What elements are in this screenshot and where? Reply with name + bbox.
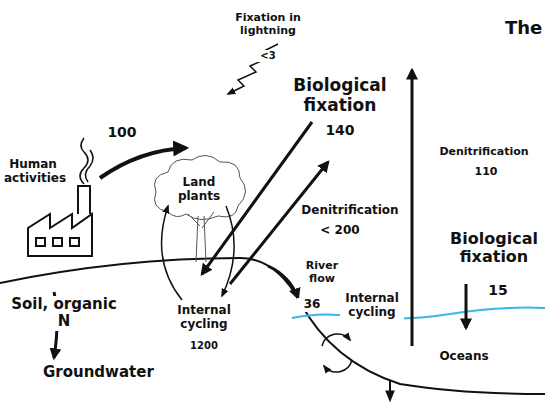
cycling-arrow <box>162 206 182 300</box>
diagram-label: Oceans <box>434 350 494 364</box>
diagram-label: 100 <box>102 124 142 140</box>
ground-line <box>0 258 545 394</box>
factory-icon <box>28 138 93 256</box>
diagram-label: Groundwater <box>41 364 151 381</box>
sedimentation-arrow <box>389 380 391 400</box>
diagram-label: 110 <box>468 166 504 179</box>
diagram-label: The <box>503 18 543 39</box>
tree-icon <box>155 155 246 262</box>
diagram-label: Internal cycling <box>172 304 236 332</box>
diagram-label: Fixation in lightning <box>228 12 308 37</box>
water-line <box>292 308 545 319</box>
diagram-label: Internal cycling <box>340 292 404 320</box>
diagram-label: Land plants <box>175 176 223 204</box>
diagram-label: 15 <box>483 282 513 298</box>
diagram-label: 140 <box>320 122 360 138</box>
ocean-cycle-arrows <box>322 334 352 372</box>
diagram-label: Biological fixation <box>285 76 395 115</box>
denitrification-arrow <box>411 70 414 346</box>
diagram-label: Soil, organic N <box>2 296 126 331</box>
diagram-label: Denitrification <box>435 146 533 159</box>
diagram-label: River flow <box>299 260 345 285</box>
fixation-arrow <box>465 284 468 328</box>
diagram-label: Biological fixation <box>445 230 543 267</box>
diagram-label: <3 <box>253 50 283 62</box>
river-flow-arrow <box>268 266 298 298</box>
diagram-label: 36 <box>297 298 327 312</box>
diagram-label: Denitrification <box>297 204 403 218</box>
diagram-label: < 200 <box>315 224 365 238</box>
diagram-label: 1200 <box>184 340 224 352</box>
diagram-label: Human activities <box>2 158 64 186</box>
